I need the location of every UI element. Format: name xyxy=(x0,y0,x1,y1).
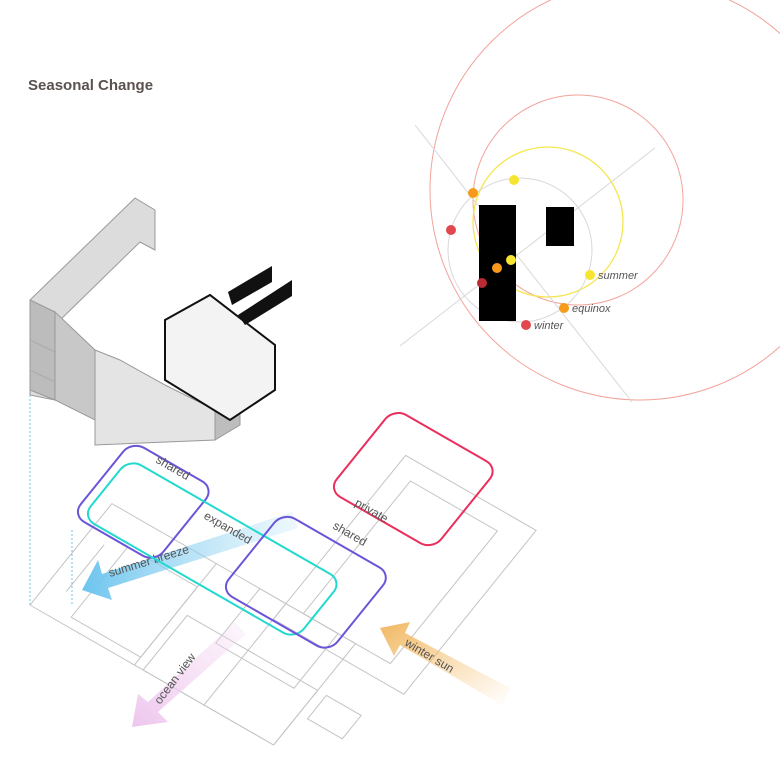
zone-label-shared: shared xyxy=(154,452,193,482)
equinox-orbit xyxy=(472,94,684,306)
zone-label-private: private xyxy=(353,495,391,525)
sun-dot-equinox xyxy=(559,303,569,313)
sun-dot-winter xyxy=(446,225,456,235)
sun-dot-summer xyxy=(509,175,519,185)
horizon-circle xyxy=(447,177,593,323)
equinox-label: equinox xyxy=(572,303,611,315)
zone-private xyxy=(328,408,499,550)
winter-sun-label: winter sun xyxy=(402,635,457,676)
sun-dot-summer xyxy=(506,255,516,265)
diagram-title: Seasonal Change xyxy=(28,77,154,94)
zone-shared-1 xyxy=(72,441,215,563)
zone-shared-2 xyxy=(220,512,392,653)
floor-plan xyxy=(30,355,536,780)
winter-label: winter xyxy=(534,320,565,332)
axonometric-model xyxy=(29,197,292,605)
axis-line xyxy=(414,124,633,403)
winter-orbit xyxy=(429,0,780,401)
summer-breeze-arrow: summer breeze xyxy=(82,512,298,600)
winter-sun-arrow: winter sun xyxy=(380,622,510,705)
sun-dot-winter xyxy=(521,320,531,330)
summer-orbit xyxy=(472,146,624,298)
sun-dot-equinox xyxy=(468,188,478,198)
building-block-small xyxy=(546,207,574,246)
sun-dot-equinox xyxy=(492,263,502,273)
zone-label-shared: shared xyxy=(331,518,370,548)
zone-expanded xyxy=(82,459,342,640)
sun-path-diagram: summer equinox winter xyxy=(399,0,780,403)
sun-dot-winter xyxy=(477,278,487,288)
summer-label: summer xyxy=(598,270,639,282)
axis-line xyxy=(399,147,656,347)
sun-dot-summer xyxy=(585,270,595,280)
